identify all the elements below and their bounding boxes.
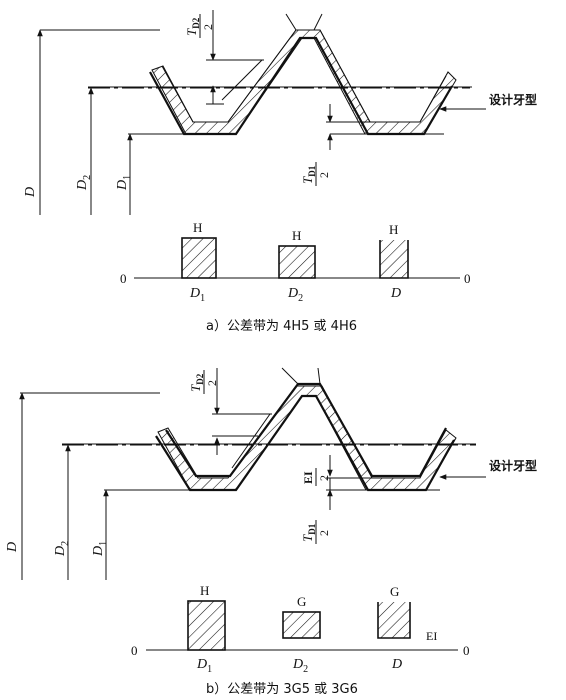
svg-text:TD2: TD2: [188, 373, 205, 392]
svg-text:2: 2: [317, 475, 331, 481]
ei-bar-label: EI: [426, 629, 437, 643]
svg-text:2: 2: [317, 172, 331, 178]
tolerance-bar-d2-a: [278, 245, 316, 279]
bar-letter-d-b: G: [390, 584, 399, 599]
svg-text:TD1: TD1: [300, 165, 317, 184]
svg-text:2: 2: [205, 380, 219, 386]
design-profile-line: [149, 36, 453, 136]
design-profile-label: 设计牙型: [489, 92, 537, 107]
caption-b: b）公差带为 3G5 或 3G6: [206, 682, 358, 697]
design-profile-label-b: 设计牙型: [489, 458, 537, 473]
svg-text:2: 2: [317, 530, 331, 536]
upper-tolerance-line-b: [165, 382, 447, 478]
tolerance-bar-d-b: [378, 602, 410, 638]
caption-a: a）公差带为 4H5 或 4H6: [206, 319, 357, 334]
flank-ext-2: [313, 13, 323, 31]
ei-half-label-b: EI 2: [301, 468, 331, 486]
bar-name-d2-b: D2: [292, 657, 308, 675]
td1-half-label: TD1 2: [300, 162, 331, 186]
d1-label-b: D1: [91, 541, 109, 557]
panel-b: D D2 D1 TD2 2 EI 2 TD1 2 设计牙型 0 0 H D1 G…: [5, 367, 537, 697]
td2-half-label-b: TD2 2: [188, 370, 219, 394]
d1-label: D1: [115, 175, 133, 191]
flank-mark-b: [231, 413, 271, 469]
svg-text:TD1: TD1: [300, 523, 317, 542]
bar-letter-d1-a: H: [193, 220, 202, 235]
bar-letter-d1-b: H: [200, 583, 209, 598]
zero-left-a: 0: [120, 271, 127, 286]
bar-letter-d2-a: H: [292, 228, 301, 243]
tolerance-zone-hatch: [151, 29, 457, 135]
tolerance-bar-d1-b: [187, 600, 226, 651]
tolerance-bar-d-a: [380, 240, 408, 278]
upper-tolerance-line: [161, 29, 447, 123]
td2-half-label: TD2 2: [184, 14, 215, 38]
bar-name-d-a: D: [390, 286, 401, 301]
d-label-b: D: [5, 542, 20, 553]
bar-letter-d-a: H: [389, 222, 398, 237]
zero-right-b: 0: [463, 643, 470, 658]
d-label: D: [23, 187, 38, 198]
tolerance-bar-d1-a: [181, 237, 217, 279]
d2-label: D2: [75, 175, 93, 191]
flank-mark: [221, 59, 263, 101]
bar-name-d1-b: D1: [196, 657, 212, 675]
zero-right-a: 0: [464, 271, 471, 286]
svg-text:EI: EI: [301, 471, 315, 484]
svg-text:2: 2: [201, 24, 215, 30]
zero-left-b: 0: [131, 643, 138, 658]
tolerance-bar-d2-b: [282, 611, 321, 639]
bar-name-d1-a: D1: [189, 286, 205, 304]
flank-ext-b-2: [317, 367, 321, 385]
flank-ext-b-1: [281, 367, 299, 385]
bar-letter-d2-b: G: [297, 594, 306, 609]
svg-text:TD2: TD2: [184, 17, 201, 36]
bar-name-d2-a: D2: [287, 286, 303, 304]
bar-name-d-b: D: [391, 657, 402, 672]
design-profile-line-b: [155, 394, 455, 492]
d2-label-b: D2: [53, 541, 71, 557]
flank-ext-1: [285, 13, 297, 31]
panel-a: D D2 D1 TD2 2 TD1 2 设计牙型 0 0 H D1 H D2 H…: [23, 10, 537, 334]
td1-half-label-b: TD1 2: [300, 520, 331, 544]
